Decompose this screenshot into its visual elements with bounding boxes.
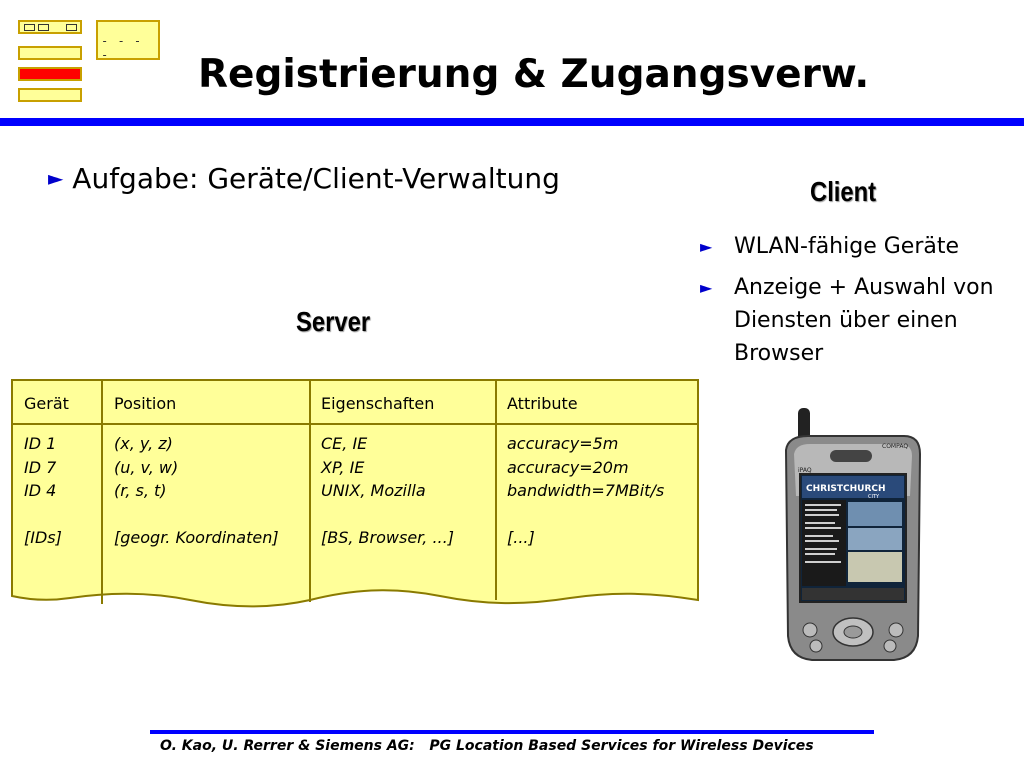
- column-geraet: ID 1 ID 7 ID 4 [IDs]: [24, 432, 62, 550]
- logo-square-icon: [38, 24, 49, 31]
- table-cell: [507, 503, 664, 527]
- footer-text: O. Kao, U. Rerrer & Siemens AG: PG Locat…: [160, 738, 814, 754]
- table-cell: XP, IE: [321, 457, 365, 477]
- main-bullet: ► Aufgabe: Geräte/Client-Verwaltung: [48, 162, 560, 195]
- client-item-text: Anzeige + Auswahl von Diensten über eine…: [734, 275, 994, 366]
- table-cell: [321, 503, 454, 527]
- table-background: [11, 379, 699, 608]
- server-heading: Server: [296, 306, 371, 337]
- table-cell: CE, IE: [321, 434, 368, 453]
- table-cell: ID 4: [24, 481, 57, 500]
- logo-square-icon: [24, 24, 35, 31]
- table-cell: accuracy=20m: [507, 457, 629, 477]
- table-cell: accuracy=5m: [507, 434, 619, 453]
- slide-title: Registrierung & Zugangsverw.: [198, 52, 870, 97]
- footer-divider: [150, 730, 874, 734]
- client-item-text: WLAN-fähige Geräte: [734, 234, 960, 259]
- bullet-arrow-icon: ►: [700, 237, 713, 256]
- screen-title: CHRISTCHURCH: [806, 484, 886, 494]
- table-cell: bandwidth=7MBit/s: [507, 481, 665, 500]
- column-header-position: Position: [114, 394, 177, 413]
- table-cell: [IDs]: [24, 528, 62, 547]
- column-position: (x, y, z) (u, v, w) (r, s, t) [geogr. Ko…: [114, 432, 279, 550]
- client-list-item: ► Anzeige + Auswahl von Diensten über ei…: [700, 271, 1010, 370]
- client-list: ► WLAN-fähige Geräte ► Anzeige + Auswahl…: [700, 230, 1010, 378]
- logo-bar-1: [18, 20, 82, 34]
- title-divider: [0, 118, 1024, 126]
- logo-square-icon: [66, 24, 77, 31]
- table-cell: ID 7: [24, 457, 57, 477]
- bullet-arrow-icon: ►: [48, 166, 64, 190]
- table-cell: [114, 503, 279, 527]
- column-header-geraet: Gerät: [24, 394, 69, 413]
- bullet-arrow-icon: ►: [700, 278, 713, 297]
- table-cell: UNIX, Mozilla: [321, 481, 426, 500]
- screen-subtitle: CITY: [868, 494, 880, 500]
- device-brand: COMPAQ: [882, 443, 908, 450]
- pda-device-image: COMPAQ iPAQ CHRISTCHURCH CITY: [784, 408, 922, 661]
- table-cell: (x, y, z): [114, 434, 173, 453]
- server-table: Gerät Position Eigenschaften Attribute I…: [10, 378, 700, 612]
- device-model: iPAQ: [798, 467, 812, 474]
- table-cell: ID 1: [24, 434, 57, 453]
- main-bullet-text: Aufgabe: Geräte/Client-Verwaltung: [72, 162, 560, 195]
- logo-bar-4: [18, 88, 82, 102]
- logo-dashed-box: - - - -: [96, 20, 160, 62]
- column-eigenschaften: CE, IE XP, IE UNIX, Mozilla [BS, Browser…: [321, 432, 454, 550]
- column-header-eigenschaften: Eigenschaften: [321, 394, 435, 413]
- table-cell: [geogr. Koordinaten]: [114, 528, 279, 547]
- table-cell: [...]: [507, 528, 535, 547]
- client-heading: Client: [810, 176, 877, 207]
- table-cell: [24, 503, 62, 527]
- table-cell: (r, s, t): [114, 481, 167, 500]
- table-cell: (u, v, w): [114, 457, 179, 477]
- table-cell: [BS, Browser, ...]: [321, 528, 454, 547]
- column-attribute: accuracy=5m accuracy=20m bandwidth=7MBit…: [507, 432, 664, 550]
- client-list-item: ► WLAN-fähige Geräte: [700, 230, 1010, 263]
- presentation-logo: - - - -: [18, 20, 168, 104]
- logo-bar-red: [18, 67, 82, 81]
- column-header-attribute: Attribute: [507, 394, 578, 413]
- logo-bar-2: [18, 46, 82, 60]
